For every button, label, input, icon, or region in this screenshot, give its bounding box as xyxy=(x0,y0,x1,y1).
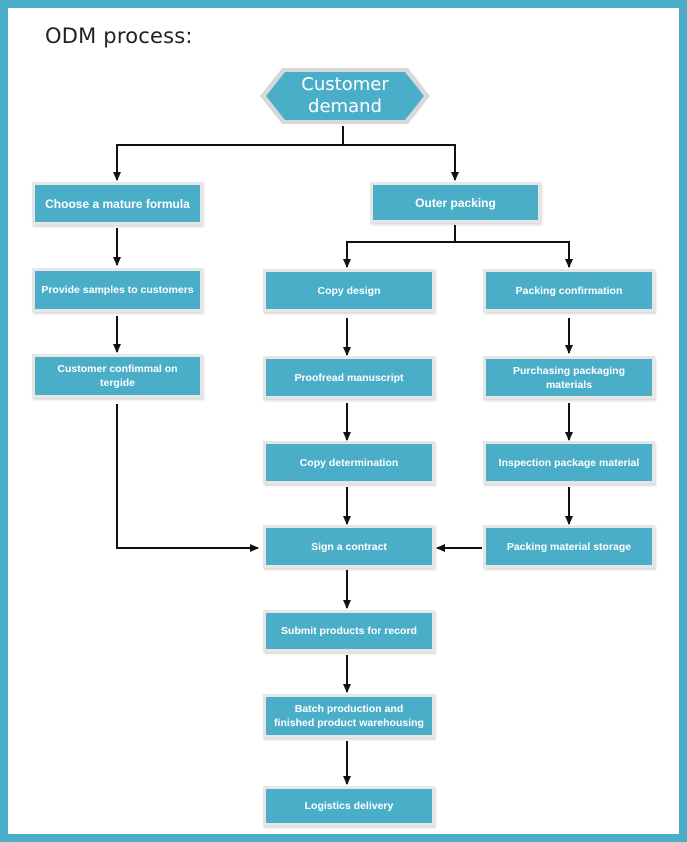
node-label: Sign a contract xyxy=(311,540,387,553)
node-customer-confirm: Customer confimmal on tergide xyxy=(32,354,203,398)
node-label: Inspection package material xyxy=(498,456,640,469)
node-proofread: Proofread manuscript xyxy=(263,356,435,399)
node-batch-production: Batch production and finished product wa… xyxy=(263,694,435,738)
node-submit-products: Submit products for record xyxy=(263,610,435,652)
node-label: Logistics delivery xyxy=(304,800,394,812)
node-purchasing: Purchasing packaging materials xyxy=(483,356,655,399)
connector-demand-to-outer xyxy=(343,144,459,181)
node-outer-packing: Outer packing xyxy=(370,182,541,223)
connector-demand-split xyxy=(113,126,344,181)
page-title: ODM process: xyxy=(45,24,193,48)
node-label-line1: Batch production and xyxy=(294,703,404,715)
node-label: Copy determination xyxy=(299,456,399,469)
node-label: Choose a mature formula xyxy=(45,196,190,211)
node-label: Purchasing packaging materials xyxy=(512,364,626,391)
node-mature-formula: Choose a mature formula xyxy=(32,182,203,225)
connector-outer-split xyxy=(343,225,456,268)
node-label-line1: Customer xyxy=(301,74,389,95)
node-label: Copy design xyxy=(317,284,381,297)
node-label: Packing confirmation xyxy=(515,284,623,297)
node-customer-demand: Customer demand xyxy=(258,66,432,126)
node-copy-determination: Copy determination xyxy=(263,441,435,484)
node-sign-contract: Sign a contract xyxy=(263,525,435,568)
connector-outer-to-packconfirm xyxy=(455,241,573,268)
node-provide-samples: Provide samples to customers xyxy=(32,268,203,312)
node-label: Submit products for record xyxy=(281,625,417,637)
node-label: Customer confimmal on tergide xyxy=(57,363,178,389)
node-logistics: Logistics delivery xyxy=(263,786,435,826)
node-storage: Packing material storage xyxy=(483,525,655,568)
node-inspection: Inspection package material xyxy=(483,441,655,484)
hexagon-shape xyxy=(260,68,430,124)
node-packing-confirmation: Packing confirmation xyxy=(483,269,655,312)
node-label: Outer packing xyxy=(415,195,496,210)
node-label-line2: demand xyxy=(308,96,382,117)
connector-confirm-to-contract xyxy=(116,404,259,552)
node-label: Proofread manuscript xyxy=(294,371,404,384)
node-label: Provide samples to customers xyxy=(41,284,194,296)
node-label: Packing material storage xyxy=(506,540,632,553)
node-label-line2: finished product warehousing xyxy=(274,717,424,729)
node-copy-design: Copy design xyxy=(263,269,435,312)
